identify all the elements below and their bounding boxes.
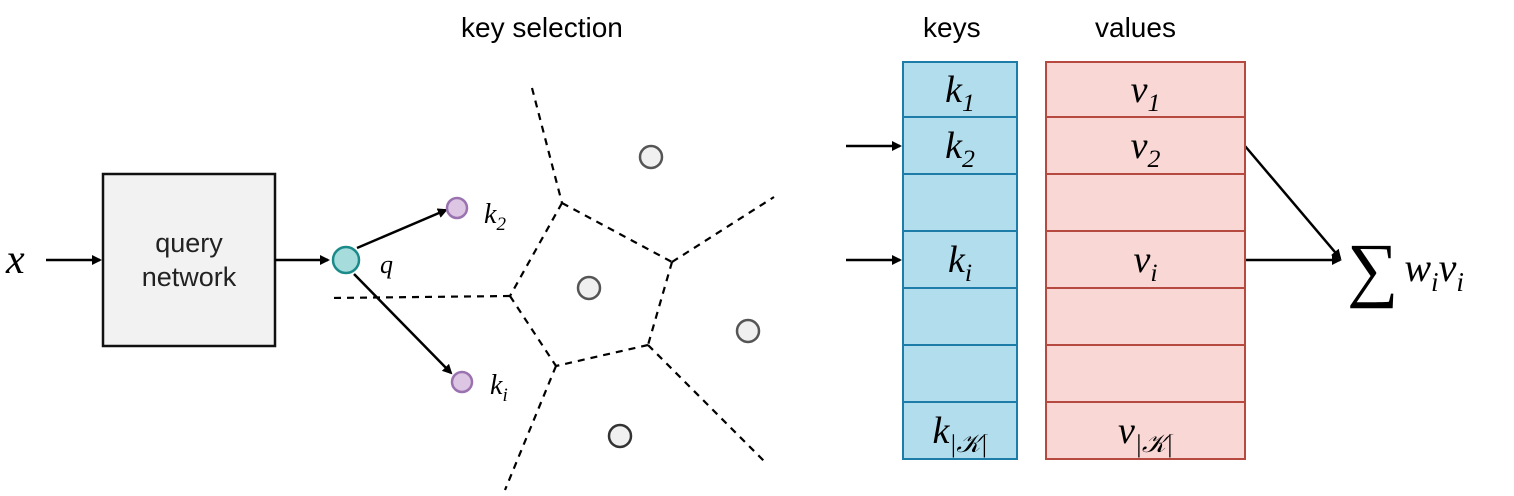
voronoi-edges [329, 87, 775, 491]
value-cell: vi [1045, 230, 1246, 289]
candidate-label-ki-sub: i [502, 384, 508, 406]
key-cell: ki [902, 230, 1018, 289]
value-cell [1045, 287, 1246, 346]
key-cell: k1 [902, 61, 1018, 118]
value-label: v2 [1130, 124, 1161, 173]
value-label: vi [1133, 238, 1157, 287]
weight-sub: i [1431, 266, 1439, 297]
key-cell: k|𝒦| [902, 401, 1018, 460]
value-cell: v2 [1045, 116, 1246, 175]
value-label: v|𝒦| [1117, 409, 1173, 458]
sum-symbol: ∑ [1347, 229, 1399, 309]
value-label-sub: |𝒦| [1134, 428, 1174, 458]
candidate-label-ki: ki [490, 370, 508, 406]
weight-base: w [1404, 245, 1432, 290]
arrow-v2-to-sum [1244, 145, 1342, 260]
query-network-label-line1: query [155, 228, 223, 258]
arrow-q-to-k2 [356, 208, 448, 250]
input-label: x [6, 237, 25, 283]
candidate-label-ki-base: k [490, 370, 503, 401]
key-cell: k2 [902, 116, 1018, 175]
key-label-sub: 1 [961, 87, 975, 117]
value-label-sub: 2 [1147, 143, 1161, 173]
candidate-label-k2: k2 [484, 199, 506, 235]
key-label-sub: 2 [961, 143, 975, 173]
value-label-base: v [1117, 409, 1135, 452]
key-label-base: k [945, 124, 962, 167]
value-label: v1 [1130, 68, 1161, 117]
output-expression: ∑wivi [1347, 216, 1464, 309]
key-point [576, 275, 602, 301]
key-label: k|𝒦| [932, 409, 987, 458]
value-cell [1045, 173, 1246, 232]
value-label-base: v [1130, 124, 1148, 167]
value-base: v [1438, 245, 1457, 290]
key-label-sub: i [964, 257, 973, 287]
value-cell: v1 [1045, 61, 1246, 118]
key-cell [902, 173, 1018, 232]
key-cell [902, 287, 1018, 346]
key-point [735, 318, 761, 344]
candidate-label-k2-base: k [484, 199, 497, 230]
key-point [607, 423, 633, 449]
key-label-sub: |𝒦| [949, 428, 988, 458]
key-label: ki [947, 238, 972, 287]
key-label-base: k [932, 409, 950, 452]
candidate-key-k2-point [445, 196, 469, 220]
key-label-base: k [947, 238, 965, 281]
value-label-sub: 1 [1147, 87, 1161, 117]
value-label-base: v [1130, 68, 1148, 111]
query-network-label: query network [103, 226, 275, 294]
key-cell [902, 344, 1018, 403]
query-point [331, 245, 361, 275]
key-selection-title: key selection [461, 12, 623, 43]
key-label-base: k [945, 68, 962, 111]
query-network-label-line2: network [141, 262, 237, 292]
values-title: values [1095, 12, 1176, 43]
value-label-base: v [1133, 238, 1151, 281]
key-point [638, 144, 664, 170]
keys-title: keys [923, 12, 981, 43]
query-label: q [380, 250, 393, 279]
candidate-label-k2-sub: 2 [496, 213, 506, 235]
key-label: k1 [945, 68, 975, 117]
value-sub: i [1456, 266, 1464, 297]
value-cell: v|𝒦| [1045, 401, 1246, 460]
value-cell [1045, 344, 1246, 403]
candidate-key-ki-point [450, 370, 474, 394]
value-label-sub: i [1150, 257, 1158, 287]
arrow-q-to-ki [353, 273, 453, 375]
key-label: k2 [945, 124, 975, 173]
